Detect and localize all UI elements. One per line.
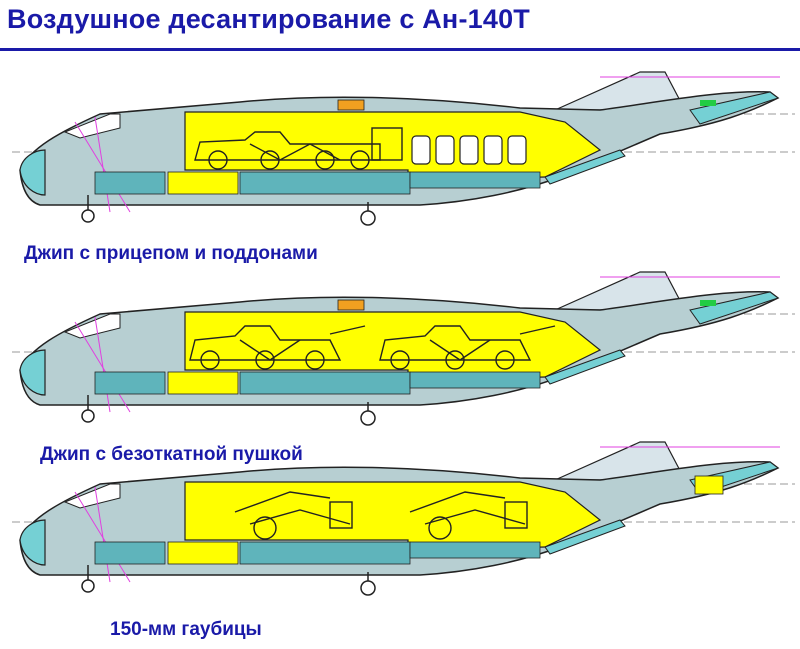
orange-marker <box>337 299 365 311</box>
caption-jeep-trailer-pallets: Джип с прицепом и поддонами <box>24 243 318 264</box>
aircraft-diagram-howitzers <box>12 441 795 596</box>
cockpit-window <box>63 483 121 509</box>
nose-cone <box>19 349 46 396</box>
jeep-with-gun-front <box>189 325 366 370</box>
jeep-with-trailer <box>194 127 403 170</box>
cargo-floor <box>94 171 541 195</box>
nose-cone <box>19 519 46 566</box>
caption-howitzers: 150-мм гаубицы <box>110 619 262 640</box>
yellow-floor-panel <box>167 541 239 565</box>
aircraft-diagram-jeep-recoilless-gun <box>12 271 795 426</box>
howitzer-front <box>234 491 353 540</box>
cargo-pallets <box>411 135 527 165</box>
jeep-with-gun-rear <box>379 325 556 370</box>
title-underline <box>0 48 800 51</box>
cargo-ramp <box>544 149 626 185</box>
howitzer-rear <box>409 491 528 540</box>
cockpit-window <box>63 113 121 139</box>
cargo-ramp <box>544 349 626 385</box>
landing-gear <box>81 195 376 226</box>
green-marker <box>700 300 716 306</box>
tail-cone <box>689 91 780 125</box>
cargo-hold <box>184 481 602 551</box>
cargo-floor <box>94 541 541 565</box>
cargo-floor <box>94 371 541 395</box>
aircraft-diagram-jeep-trailer-pallets <box>12 71 795 226</box>
cargo-hold <box>184 311 602 381</box>
cockpit-window <box>63 313 121 339</box>
cargo-hold <box>184 111 602 181</box>
nose-cone <box>19 149 46 196</box>
landing-gear <box>81 395 376 426</box>
yellow-floor-panel <box>167 171 239 195</box>
landing-gear <box>81 565 376 596</box>
cargo-ramp <box>544 519 626 555</box>
yellow-tail-box <box>694 475 724 495</box>
page-title: Воздушное десантирование с Ан-140Т <box>7 4 530 34</box>
yellow-floor-panel <box>167 371 239 395</box>
green-marker <box>700 100 716 106</box>
caption-jeep-recoilless-gun: Джип с безоткатной пушкой <box>40 444 303 465</box>
orange-marker <box>337 99 365 111</box>
tail-cone <box>689 291 780 325</box>
